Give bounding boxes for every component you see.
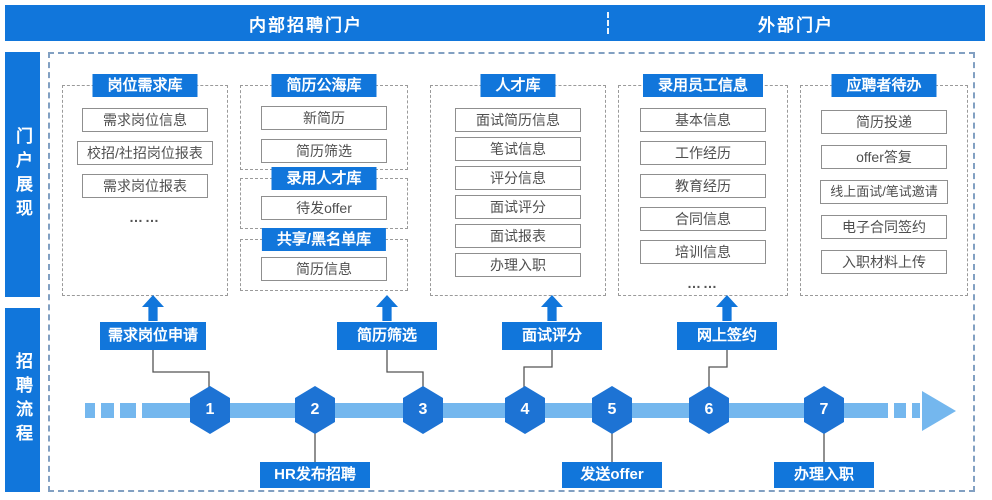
flow-label-online-signing: 网上签约 — [677, 322, 777, 350]
portal-item: 新简历 — [261, 106, 387, 130]
group-title: 人才库 — [480, 74, 556, 97]
portal-item: 面试评分 — [455, 195, 581, 219]
header-divider — [607, 12, 609, 34]
portal-item: 教育经历 — [640, 174, 766, 198]
portal-item: 培训信息 — [640, 240, 766, 264]
sidebar-process-section: 招聘流程 — [5, 308, 40, 492]
portal-item: 校招/社招岗位报表 — [77, 141, 213, 165]
portal-item: offer答复 — [821, 145, 947, 169]
portal-item: 面试报表 — [455, 224, 581, 248]
group-title: 录用员工信息 — [642, 74, 764, 97]
flow-label-demand-position-apply: 需求岗位申请 — [100, 322, 206, 350]
group-talent-pool: 人才库 面试简历信息 笔试信息 评分信息 面试评分 面试报表 办理入职 — [430, 74, 606, 296]
flow-label-resume-screening: 简历筛选 — [337, 322, 437, 350]
portal-item: 简历信息 — [261, 257, 387, 281]
group-title: 录用人才库 — [271, 167, 377, 190]
top-header-bar: 内部招聘门户 外部门户 — [5, 5, 985, 41]
group-position-demand: 岗位需求库 需求岗位信息 校招/社招岗位报表 需求岗位报表 …… — [62, 74, 228, 296]
step-node-1: 1 — [190, 386, 230, 434]
flow-label-hr-publish: HR发布招聘 — [260, 462, 370, 488]
flow-label-send-offer: 发送offer — [562, 462, 662, 488]
portal-item: 工作经历 — [640, 141, 766, 165]
portal-item: 线上面试/笔试邀请 — [820, 180, 948, 204]
portal-item: 待发offer — [261, 196, 387, 220]
timeline-dash — [912, 403, 920, 418]
portal-item: 办理入职 — [455, 253, 581, 277]
process-section-label: 招聘流程 — [13, 352, 32, 448]
group-hired-talent-pool: 录用人才库 待发offer — [240, 167, 408, 229]
timeline-dash — [85, 403, 95, 418]
portal-item: 合同信息 — [640, 207, 766, 231]
external-portal-header: 外部门户 — [758, 15, 834, 35]
sidebar-portal-section: 门户展现 — [5, 52, 40, 297]
group-shared-blacklist-pool: 共享/黑名单库 简历信息 — [240, 228, 408, 291]
timeline-dash — [101, 403, 114, 418]
step-node-7: 7 — [804, 386, 844, 434]
timeline-dash — [894, 403, 906, 418]
group-title: 岗位需求库 — [92, 74, 198, 97]
portal-item: 电子合同签约 — [821, 215, 947, 239]
group-applicant-todo: 应聘者待办 简历投递 offer答复 线上面试/笔试邀请 电子合同签约 入职材料… — [800, 74, 968, 296]
portal-section-label: 门户展现 — [13, 126, 32, 223]
step-node-6: 6 — [689, 386, 729, 434]
portal-item: 简历投递 — [821, 110, 947, 134]
portal-item: 面试简历信息 — [455, 108, 581, 132]
portal-item: 需求岗位信息 — [82, 108, 208, 132]
internal-portal-header: 内部招聘门户 — [249, 15, 363, 35]
portal-item: 笔试信息 — [455, 137, 581, 161]
portal-item: 评分信息 — [455, 166, 581, 190]
flow-label-interview-scoring: 面试评分 — [502, 322, 602, 350]
step-node-5: 5 — [592, 386, 632, 434]
group-title: 共享/黑名单库 — [261, 228, 387, 251]
outer-dashed-frame — [48, 52, 975, 492]
portal-item: 基本信息 — [640, 108, 766, 132]
portal-item: 简历筛选 — [261, 139, 387, 163]
timeline-arrowhead-icon — [922, 391, 956, 431]
portal-item: 需求岗位报表 — [82, 174, 208, 198]
ellipsis-item: …… — [687, 275, 719, 291]
group-title: 简历公海库 — [271, 74, 377, 97]
group-hired-employee-info: 录用员工信息 基本信息 工作经历 教育经历 合同信息 培训信息 …… — [618, 74, 788, 296]
timeline-dash — [120, 403, 136, 418]
portal-item: 入职材料上传 — [821, 250, 947, 274]
group-resume-pool: 简历公海库 新简历 简历筛选 — [240, 74, 408, 170]
ellipsis-item: …… — [129, 209, 161, 225]
group-title: 应聘者待办 — [831, 74, 937, 97]
flow-label-onboarding: 办理入职 — [774, 462, 874, 488]
